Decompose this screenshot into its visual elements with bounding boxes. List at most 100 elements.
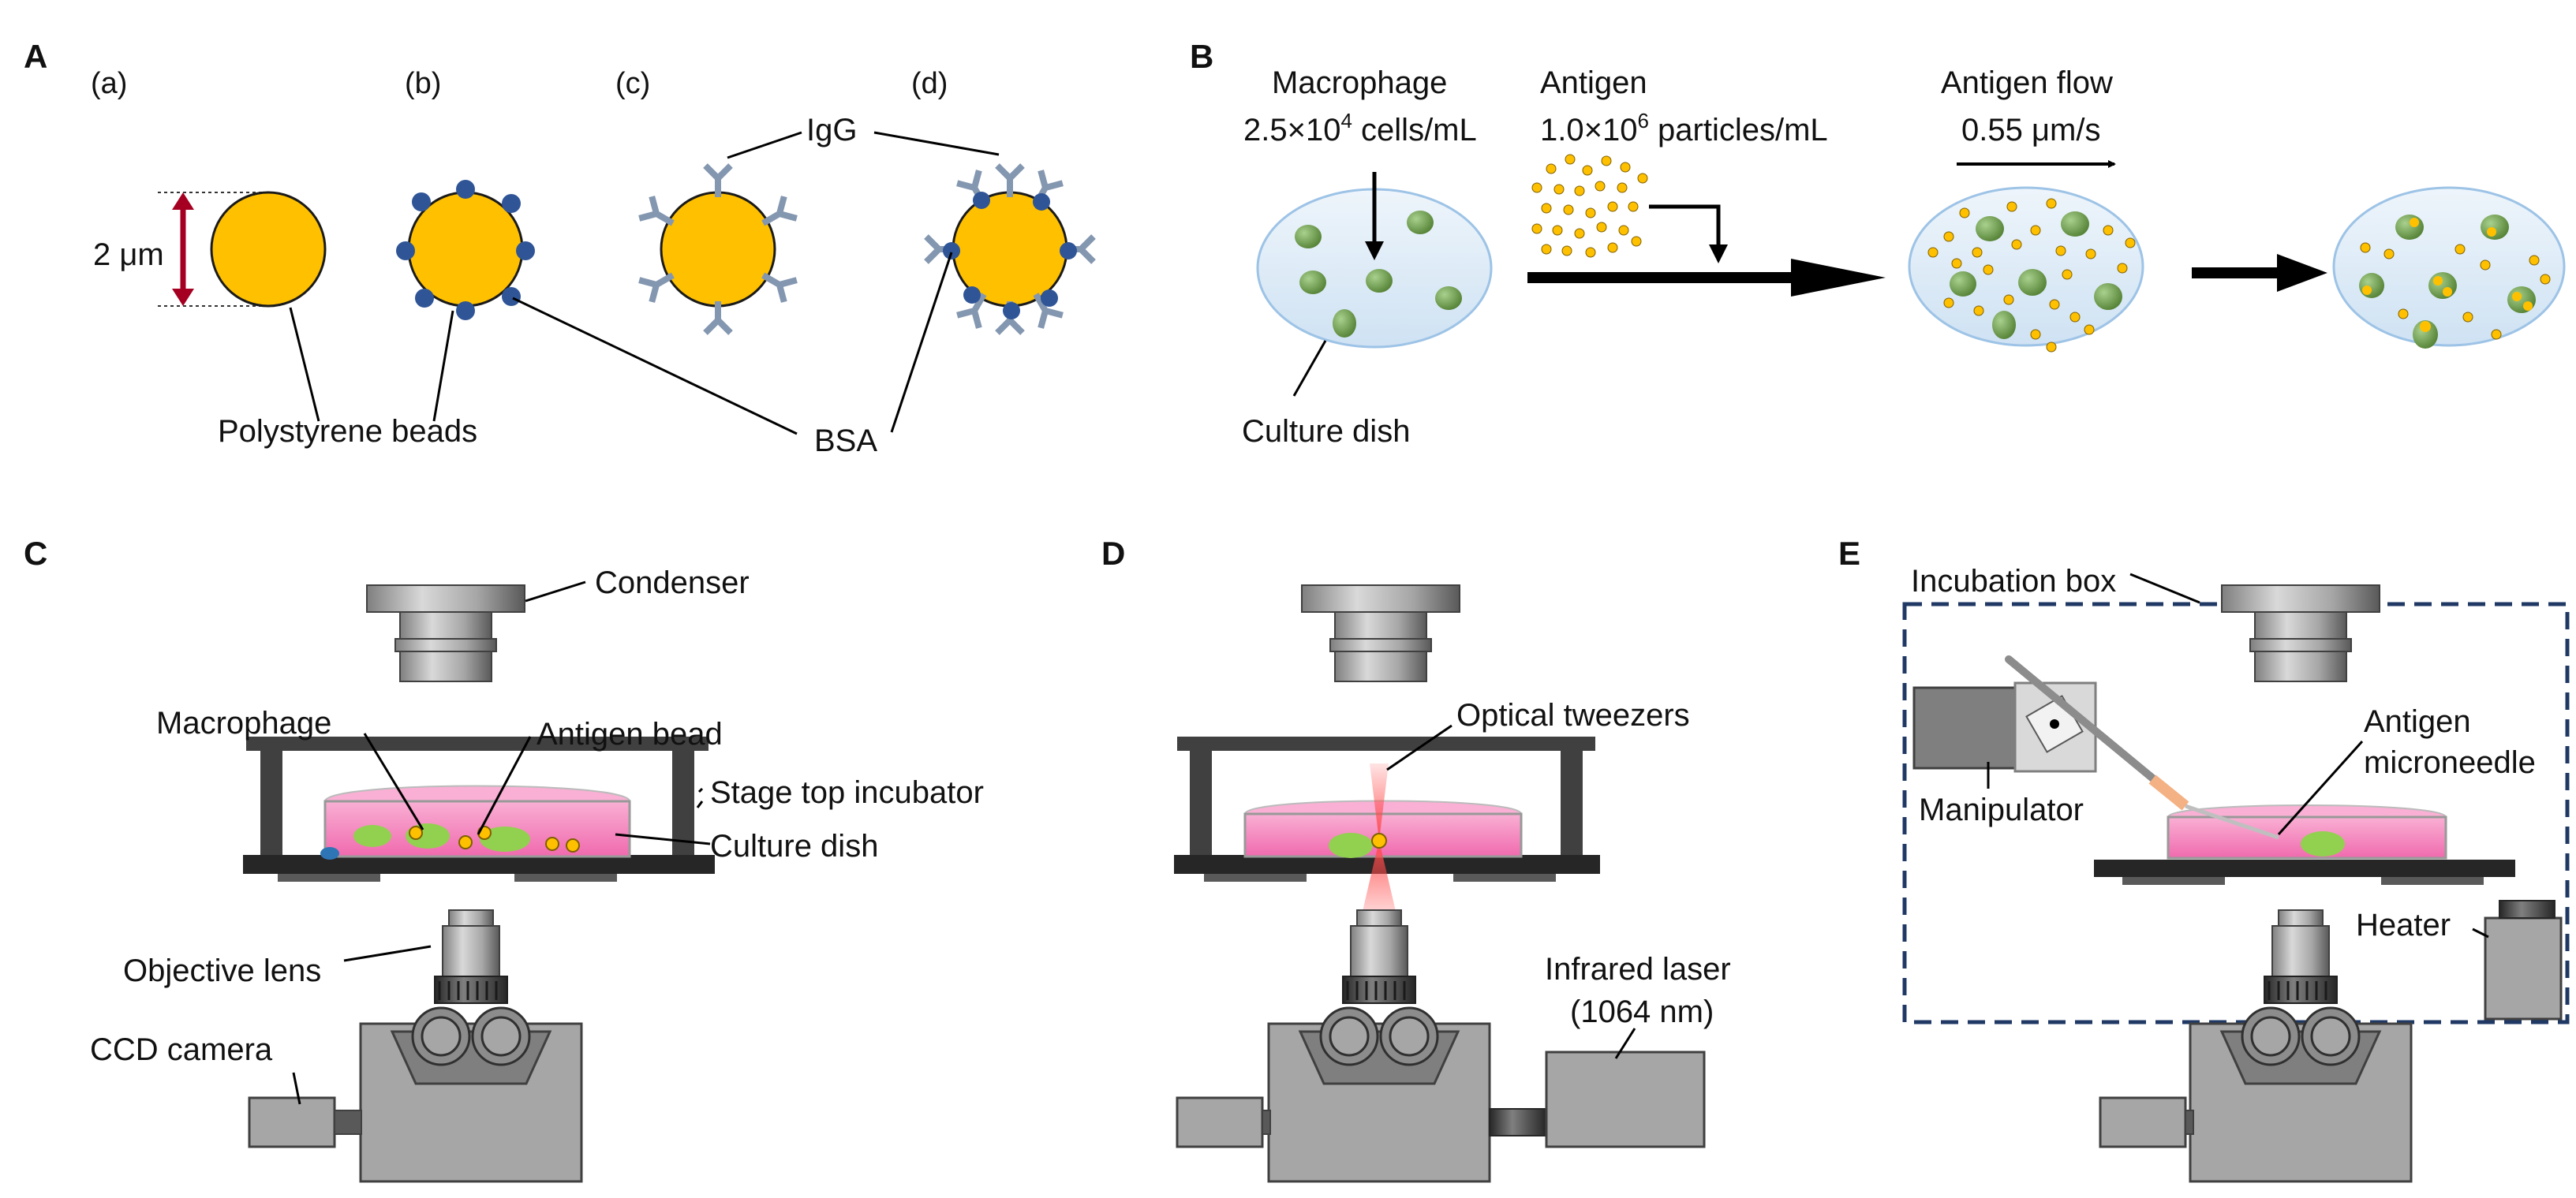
condenser-c — [366, 584, 525, 682]
leader-bsa-d — [890, 252, 953, 433]
panel-d-letter: D — [1101, 535, 1125, 572]
laser-connector — [1489, 1108, 1547, 1136]
leader-laser — [1614, 1028, 1636, 1059]
camera-connector-d — [1262, 1110, 1271, 1135]
panel-e: E Incubation box Manipulator Antigen mic… — [1838, 535, 2570, 1183]
bead-plain — [210, 191, 327, 308]
antigen-add-arrow — [1649, 204, 1721, 251]
antigen-concentration: 1.0×106 particles/mL — [1540, 109, 1828, 147]
panel-b-letter: B — [1190, 38, 1213, 75]
incubation-box-label: Incubation box — [1911, 564, 2116, 599]
manipulator-label: Manipulator — [1919, 793, 2084, 827]
leader-bsa-b — [512, 297, 798, 435]
panel-c: C Condenser — [24, 535, 984, 1183]
heater-label: Heater — [2356, 908, 2451, 942]
dish-label: Culture dish — [1242, 414, 1410, 449]
trapped-bead — [1371, 833, 1387, 849]
condenser-label: Condenser — [595, 565, 750, 600]
condenser-d — [1301, 584, 1460, 682]
leader-macrophage-c — [363, 733, 424, 830]
ccd-camera-c — [248, 1096, 336, 1148]
panel-b: B Macrophage 2.5×104 cells/mL Antigen 1.… — [1190, 38, 2566, 449]
scale-arrowhead-top — [172, 192, 194, 210]
flow-rate: 0.55 μm/s — [1961, 113, 2100, 147]
panel-d: D Optical tweezers Infrared laser — [1101, 535, 1731, 1183]
panel-a: A (a) (b) (c) (d) 2 μm — [24, 38, 1094, 458]
stage-foot-right-e — [2381, 877, 2484, 885]
microscope-body-c — [359, 1006, 583, 1183]
antigen-label: Antigen — [1540, 65, 1647, 100]
heater-cap — [2499, 900, 2555, 919]
bead-igg — [660, 191, 776, 308]
culture-dish-d — [1243, 800, 1523, 858]
macrophage-concentration: 2.5×104 cells/mL — [1243, 109, 1477, 147]
microneedle-holder — [2005, 655, 2167, 791]
objective-lens-e — [2263, 909, 2339, 1005]
antigen-particles-dish-3 — [2360, 242, 2551, 340]
tweezers-label: Optical tweezers — [1456, 698, 1690, 733]
microscope-body-d — [1267, 1006, 1491, 1183]
laser-label: Infrared laser — [1545, 952, 1731, 987]
macrophage-label-c: Macrophage — [156, 706, 331, 741]
subpanel-b-label: (b) — [405, 67, 441, 100]
manipulator — [1912, 686, 2017, 770]
needle-fitting — [2148, 774, 2189, 811]
panel-c-letter: C — [24, 535, 47, 572]
beads-label: Polystyrene beads — [218, 414, 477, 449]
igg-label: IgG — [806, 113, 857, 147]
microneedle-label-1: Antigen — [2364, 704, 2471, 739]
ccd-camera-d — [1176, 1096, 1264, 1148]
condenser-e — [2221, 584, 2380, 682]
leader-objective-c — [343, 945, 432, 962]
camera-connector-e — [2185, 1110, 2194, 1135]
leader-tweezers — [1386, 724, 1453, 771]
objective-label: Objective lens — [123, 954, 321, 988]
antigen-particles-cloud — [1531, 154, 1648, 258]
subpanel-c-label: (c) — [615, 67, 650, 100]
macrophages-dish-1 — [1295, 211, 1462, 338]
leader-microneedle — [2277, 740, 2364, 836]
panel-a-letter: A — [24, 38, 47, 75]
microneedle-label-2: microneedle — [2364, 745, 2536, 780]
stage-top-incubator — [243, 737, 715, 882]
bsa-label: BSA — [814, 424, 877, 458]
flow-label: Antigen flow — [1941, 65, 2113, 100]
culture-dish-3 — [2332, 186, 2566, 347]
camera-connector-c — [334, 1110, 362, 1135]
process-arrowhead-2 — [2277, 254, 2327, 292]
leader-heater — [2472, 927, 2489, 939]
leader-beads-a — [289, 307, 320, 422]
culture-dish-e — [2167, 804, 2447, 860]
macrophage-add-arrowhead — [1365, 241, 1384, 260]
process-arrowhead-1 — [1791, 259, 1886, 297]
stage-e — [2094, 860, 2515, 877]
leader-condenser — [525, 580, 586, 603]
antigen-microneedle — [2185, 804, 2279, 840]
subpanel-a-label: (a) — [91, 67, 127, 100]
bsa-dots-d — [943, 192, 1077, 319]
dish-label-c: Culture dish — [710, 829, 878, 864]
microscope-body-e — [2189, 1006, 2413, 1183]
leader-igg-c — [727, 131, 802, 159]
leader-beads-b — [432, 310, 454, 422]
laser-beam-upper — [1370, 763, 1389, 841]
antigen-add-arrowhead — [1709, 244, 1728, 263]
leader-camera-c — [292, 1072, 301, 1105]
leader-incubator-tick — [697, 787, 704, 793]
subpanel-d-label: (d) — [911, 67, 948, 100]
leader-dish — [1292, 340, 1327, 397]
laser-beam-lower — [1360, 841, 1398, 921]
camera-label: CCD camera — [90, 1032, 273, 1067]
laser-wavelength: (1064 nm) — [1570, 995, 1714, 1029]
macrophages-dish-2 — [1950, 211, 2122, 339]
panel-e-letter: E — [1838, 535, 1860, 572]
bsa-dots-b — [396, 180, 535, 320]
ccd-camera-e — [2099, 1096, 2187, 1148]
heater — [2484, 916, 2563, 1021]
culture-dish-2 — [1908, 186, 2144, 347]
incubator-label: Stage top incubator — [710, 775, 984, 810]
leader-dish-c — [615, 833, 711, 845]
stage-foot-left-e — [2122, 877, 2225, 885]
infrared-laser — [1545, 1051, 1706, 1148]
